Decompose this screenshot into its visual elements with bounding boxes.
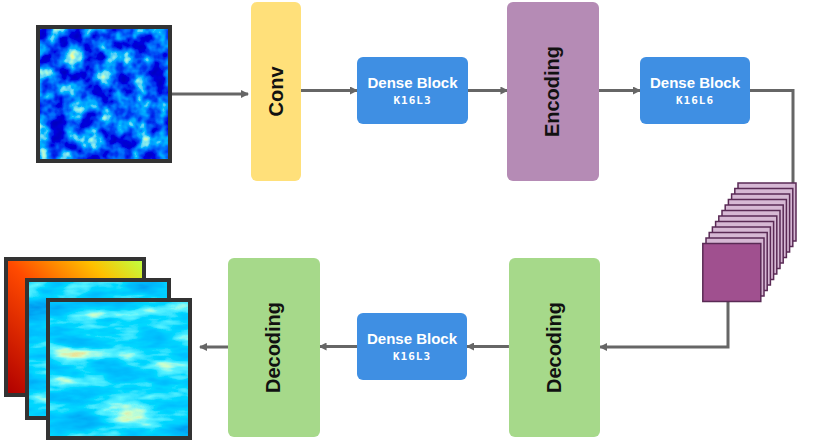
node-label: Dense Block <box>650 74 740 91</box>
input-frame <box>36 25 172 163</box>
flow-arrow <box>320 345 357 348</box>
layer-bar: Decoding <box>509 258 600 437</box>
output-heatmap <box>50 302 188 436</box>
node-label: Dense Block <box>367 330 457 347</box>
node-label: Decoding <box>543 302 566 393</box>
block-config: K16L3 <box>393 94 431 107</box>
layer-bar: Decoding <box>228 258 319 437</box>
flow-arrow <box>600 91 793 348</box>
input-arrow <box>172 93 248 96</box>
block-config: K16L3 <box>393 350 431 363</box>
output-frame <box>46 298 192 440</box>
dense-block: Dense BlockK16L3 <box>357 313 467 380</box>
flow-arrow <box>301 89 358 92</box>
flow-arrow <box>467 345 509 348</box>
feature-map <box>703 244 761 302</box>
feature-map-stack <box>703 183 796 302</box>
layer-bar: Conv <box>251 2 301 181</box>
dense-block: Dense BlockK16L3 <box>357 57 468 124</box>
node-label: Conv <box>264 67 287 117</box>
node-label: Decoding <box>263 302 286 393</box>
input-heatmap <box>40 29 168 159</box>
layer-bar: Encoding <box>507 2 598 181</box>
node-label: Encoding <box>541 46 564 137</box>
block-config: K16L6 <box>676 94 714 107</box>
flow-arrow <box>599 89 640 92</box>
flow-arrow <box>468 89 507 92</box>
node-label: Dense Block <box>367 74 457 91</box>
dense-block: Dense BlockK16L6 <box>640 57 750 124</box>
